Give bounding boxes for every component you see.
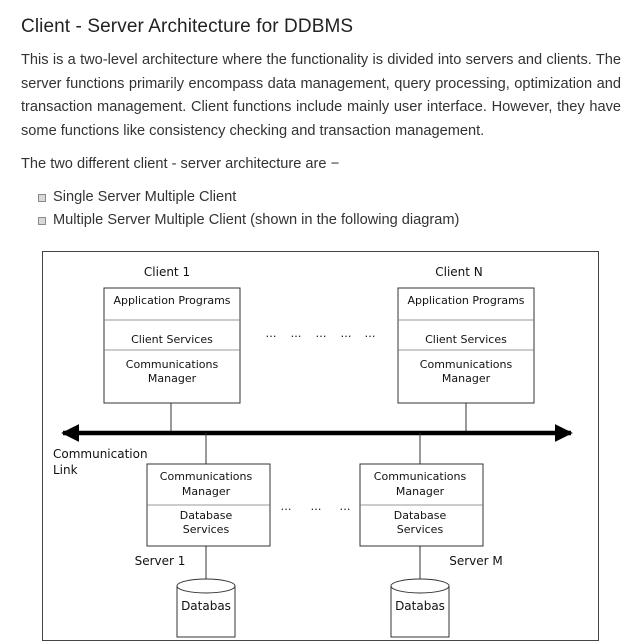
server-1-box: Communications Manager Database Services <box>146 463 271 547</box>
server-m-box: Communications Manager Database Services <box>359 463 484 547</box>
svg-text:…: … <box>316 327 327 340</box>
list-item-label: Multiple Server Multiple Client (shown i… <box>53 212 460 228</box>
server-1-db-services-line2: Services <box>183 523 230 536</box>
server-m-db-services-line2: Services <box>397 523 444 536</box>
client-1-comm-line1: Communications <box>126 358 219 371</box>
server-m-comm-line2: Manager <box>396 485 445 498</box>
intro-paragraph: This is a two-level architecture where t… <box>21 52 621 139</box>
client-1-client-services: Client Services <box>131 333 213 346</box>
client-1-box: Application Programs Client Services Com… <box>103 287 241 404</box>
diagram-canvas: Client 1 Application Programs Client Ser… <box>53 265 573 638</box>
client-n-app-programs: Application Programs <box>407 294 524 307</box>
database-1-label: Databas <box>181 599 231 613</box>
database-m-icon: Databas <box>390 578 450 638</box>
list-item: Multiple Server Multiple Client (shown i… <box>38 209 459 232</box>
page-title: Client - Server Architecture for DDBMS <box>21 16 354 37</box>
client-n-label: Client N <box>435 265 483 279</box>
server-ellipsis: … … … <box>281 500 351 513</box>
svg-text:…: … <box>340 500 351 513</box>
database-1-icon: Databas <box>176 578 236 638</box>
client-ellipsis: … … … … … <box>266 327 376 340</box>
architecture-diagram: Client 1 Application Programs Client Ser… <box>42 251 599 641</box>
svg-text:…: … <box>311 500 322 513</box>
server-1-label: Server 1 <box>135 554 186 568</box>
database-m-label: Databas <box>395 599 445 613</box>
client-n-box: Application Programs Client Services Com… <box>397 287 535 404</box>
architecture-list: Single Server Multiple Client Multiple S… <box>38 186 459 232</box>
communication-link-label-line1: Communication <box>53 447 148 461</box>
server-1-comm-line1: Communications <box>160 470 253 483</box>
square-bullet-icon <box>38 194 46 202</box>
square-bullet-icon <box>38 217 46 225</box>
types-paragraph: The two different client - server archit… <box>21 156 340 172</box>
server-1-db-services-line1: Database <box>180 509 233 522</box>
svg-text:…: … <box>281 500 292 513</box>
client-n-comm-line2: Manager <box>442 372 491 385</box>
server-m-comm-line1: Communications <box>374 470 467 483</box>
svg-text:…: … <box>266 327 277 340</box>
communication-link-label-line2: Link <box>53 463 78 477</box>
svg-text:…: … <box>341 327 352 340</box>
svg-text:…: … <box>291 327 302 340</box>
server-m-db-services-line1: Database <box>394 509 447 522</box>
server-1-comm-line2: Manager <box>182 485 231 498</box>
client-1-comm-line2: Manager <box>148 372 197 385</box>
list-item: Single Server Multiple Client <box>38 186 459 209</box>
client-n-client-services: Client Services <box>425 333 507 346</box>
client-1-app-programs: Application Programs <box>113 294 230 307</box>
server-m-label: Server M <box>449 554 503 568</box>
list-item-label: Single Server Multiple Client <box>53 189 237 205</box>
svg-text:…: … <box>365 327 376 340</box>
client-1-label: Client 1 <box>144 265 190 279</box>
client-n-comm-line1: Communications <box>420 358 513 371</box>
